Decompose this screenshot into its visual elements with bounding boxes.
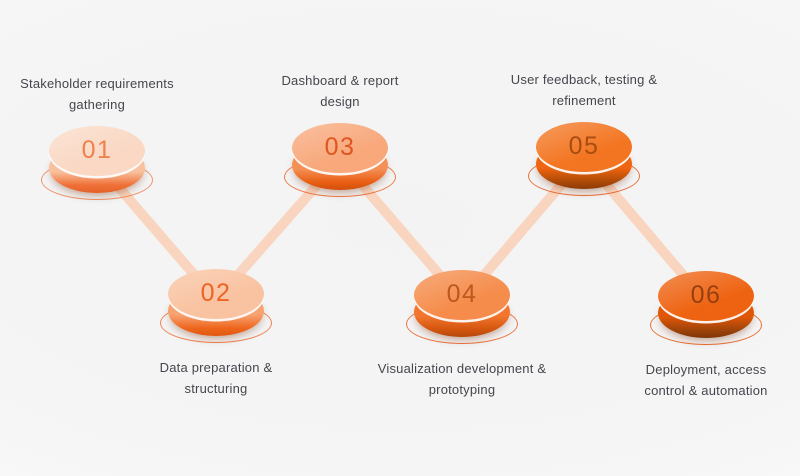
step-label: Dashboard & report design (281, 72, 399, 109)
step-label: User feedback, testing & refinement (510, 71, 658, 108)
disc-top: 05 (536, 122, 632, 172)
disc-top: 04 (414, 270, 510, 320)
step-label: Visualization development & prototyping (377, 361, 547, 398)
step-number: 06 (690, 280, 722, 309)
step-label: Stakeholder requirements gathering (20, 75, 174, 112)
step-disc: 02 (160, 269, 272, 349)
step-disc: 03 (284, 123, 396, 203)
disc-top: 03 (292, 123, 388, 173)
step-disc: 04 (406, 270, 518, 350)
step-disc: 06 (650, 271, 762, 351)
process-step-3: Dashboard & report design 03 (281, 73, 398, 203)
step-label: Data preparation & structuring (159, 360, 273, 397)
disc-top: 02 (168, 269, 264, 319)
process-step-4: Visualization development & prototyping … (378, 270, 546, 397)
step-number: 03 (324, 132, 356, 161)
disc-top: 01 (49, 126, 145, 176)
step-number: 04 (446, 279, 478, 308)
step-disc: 01 (41, 126, 153, 206)
step-number: 05 (568, 131, 600, 160)
process-step-5: User feedback, testing & refinement 05 (511, 72, 657, 202)
step-number: 02 (200, 278, 232, 307)
process-step-6: Deployment, access control & automation … (644, 271, 767, 398)
disc-top: 06 (658, 271, 754, 321)
step-number: 01 (81, 135, 113, 164)
step-label: Deployment, access control & automation (644, 362, 768, 399)
step-disc: 05 (528, 122, 640, 202)
process-step-1: Stakeholder requirements gathering 01 (20, 76, 174, 206)
process-step-2: Data preparation & structuring 02 (160, 269, 272, 396)
